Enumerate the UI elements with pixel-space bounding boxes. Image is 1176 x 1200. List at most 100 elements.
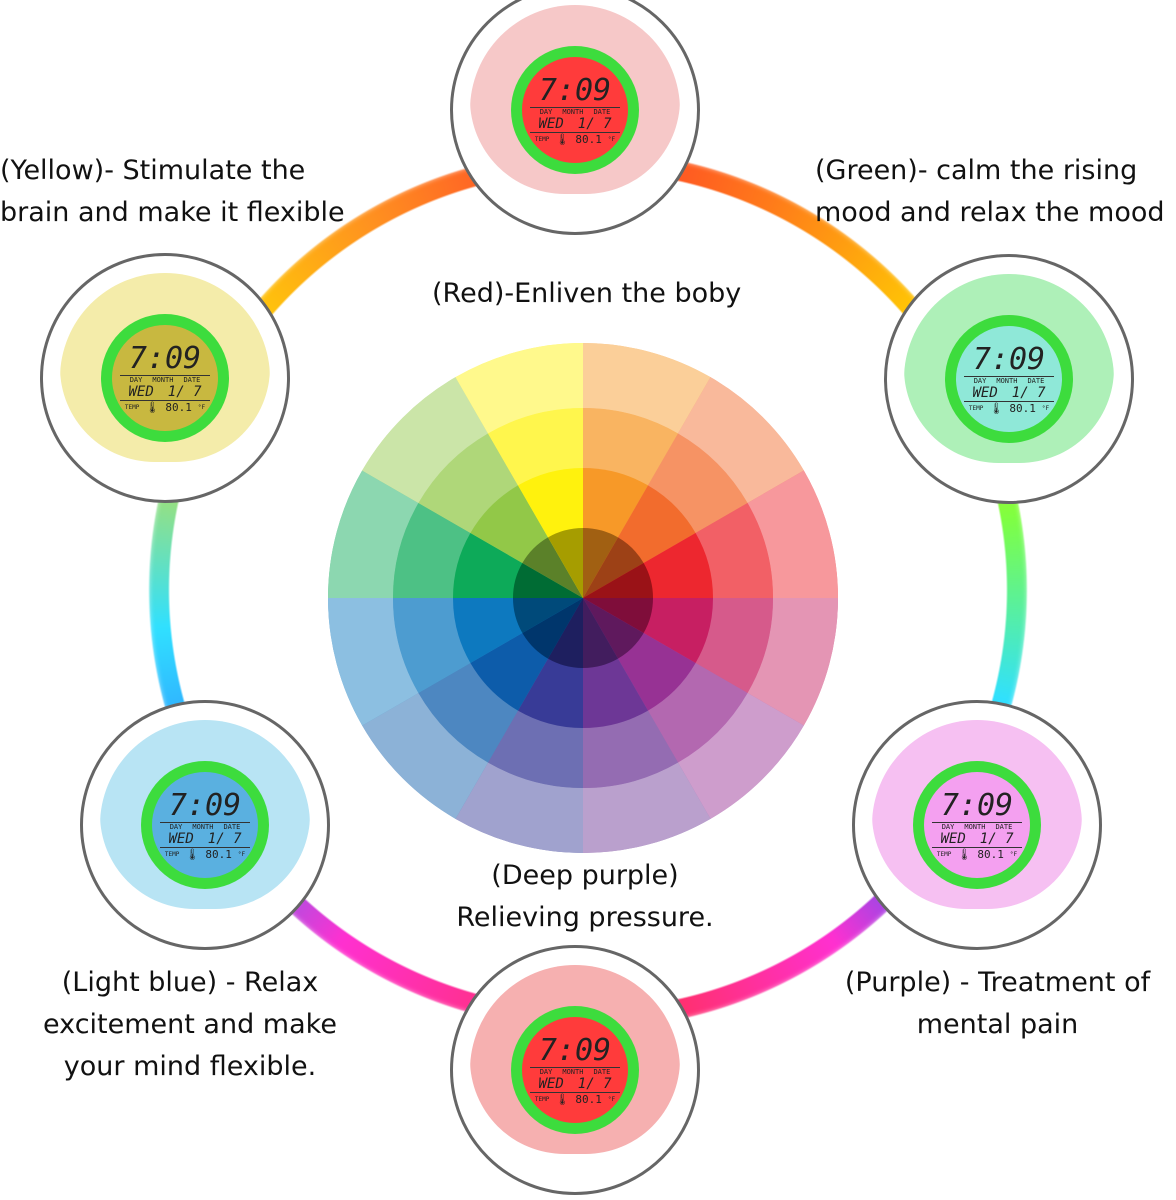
temp-label: TEMP — [164, 850, 180, 858]
thermometer-icon: 🌡 — [989, 401, 1004, 415]
temp-unit: °F — [607, 135, 616, 143]
clock-day: WED — [972, 384, 998, 401]
wheel-shade — [583, 598, 653, 633]
day-label: DAY — [539, 107, 553, 116]
wheel-segment — [522, 598, 583, 659]
thermometer-icon: 🌡 — [185, 847, 200, 861]
temp-unit: °F — [197, 403, 206, 411]
wheel-shade — [583, 528, 618, 598]
clock-temp: 80.1 — [205, 847, 232, 861]
wheel-segment — [583, 528, 618, 598]
clock-day: WED — [128, 383, 154, 400]
temp-label: TEMP — [534, 1095, 550, 1103]
lcd-display: 7:09 DAY MONTH DATE WED 1/ 7 TEMP 🌡 80.1 °F — [522, 1017, 628, 1123]
temp-unit: °F — [607, 1095, 616, 1103]
wheel-segment — [548, 598, 583, 668]
temp-label: TEMP — [534, 135, 550, 143]
date-label: DATE — [1027, 376, 1045, 385]
clock-temp: 80.1 — [977, 847, 1004, 861]
caption-red: (Red)-Enliven the boby — [432, 278, 742, 309]
day-label: DAY — [973, 376, 987, 385]
wheel-segment — [583, 563, 653, 598]
month-label: MONTH — [996, 376, 1018, 385]
day-label: DAY — [941, 822, 955, 831]
thermometer-icon: 🌡 — [957, 847, 972, 861]
date-label: DATE — [593, 107, 611, 116]
wheel-shade — [583, 598, 618, 668]
clock-time: 7:09 — [128, 340, 202, 376]
temp-label: TEMP — [124, 403, 140, 411]
month-label: MONTH — [192, 822, 214, 831]
thermometer-icon: 🌡 — [555, 132, 570, 146]
temp-unit: °F — [237, 850, 246, 858]
lamp-red-bottom: 7:09 DAY MONTH DATE WED 1/ 7 TEMP 🌡 80.1 °F — [450, 945, 700, 1195]
wheel-shade — [583, 537, 644, 598]
wheel-segment — [548, 528, 583, 598]
clock-day: WED — [538, 115, 564, 132]
caption-deep-purple: (Deep purple)Relieving pressure. — [456, 860, 714, 933]
wheel-segment — [583, 537, 644, 598]
lamp-ball: 7:09 DAY MONTH DATE WED 1/ 7 TEMP 🌡 80.1 °F — [100, 720, 310, 909]
clock-date: 1/ 7 — [207, 830, 242, 847]
thermometer-icon: 🌡 — [555, 1092, 570, 1106]
day-label: DAY — [169, 822, 183, 831]
clock-temp: 80.1 — [1009, 401, 1036, 415]
wheel-shade — [583, 598, 644, 659]
date-label: DATE — [223, 822, 241, 831]
clock-time: 7:09 — [168, 787, 242, 823]
day-label: DAY — [539, 1067, 553, 1076]
thermometer-icon: 🌡 — [145, 400, 160, 414]
clock-day: WED — [940, 830, 966, 847]
wheel-segment — [513, 598, 583, 633]
clock-temp: 80.1 — [165, 400, 192, 414]
clock-temp: 80.1 — [575, 132, 602, 146]
day-label: DAY — [129, 375, 143, 384]
lamp-light-blue: 7:09 DAY MONTH DATE WED 1/ 7 TEMP 🌡 80.1 °F — [80, 700, 330, 950]
wheel-segment — [583, 598, 618, 668]
date-label: DATE — [183, 375, 201, 384]
wheel-segment — [513, 563, 583, 598]
clock-day: WED — [168, 830, 194, 847]
wheel-shade — [548, 598, 583, 668]
temp-label: TEMP — [936, 850, 952, 858]
clock-time: 7:09 — [940, 787, 1014, 823]
wheel-segment — [583, 598, 644, 659]
clock-bezel: 7:09 DAY MONTH DATE WED 1/ 7 TEMP 🌡 80.1 °F — [141, 761, 269, 889]
clock-date: 1/ 7 — [577, 1075, 612, 1092]
wheel-shade — [522, 598, 583, 659]
date-label: DATE — [593, 1067, 611, 1076]
clock-day: WED — [538, 1075, 564, 1092]
month-label: MONTH — [562, 1067, 584, 1076]
clock-bezel: 7:09 DAY MONTH DATE WED 1/ 7 TEMP 🌡 80.1 °F — [511, 1006, 639, 1134]
clock-date: 1/ 7 — [979, 830, 1014, 847]
wheel-shade — [513, 563, 583, 598]
clock-date: 1/ 7 — [1011, 384, 1046, 401]
clock-time: 7:09 — [538, 1032, 612, 1068]
wheel-shade — [522, 537, 583, 598]
temp-unit: °F — [1041, 404, 1050, 412]
wheel-shade — [548, 528, 583, 598]
temp-unit: °F — [1009, 850, 1018, 858]
date-label: DATE — [995, 822, 1013, 831]
month-label: MONTH — [152, 375, 174, 384]
lcd-display: 7:09 DAY MONTH DATE WED 1/ 7 TEMP 🌡 80.1 °F — [152, 772, 258, 878]
clock-date: 1/ 7 — [577, 115, 612, 132]
wheel-shade — [513, 598, 583, 633]
clock-time: 7:09 — [538, 72, 612, 108]
clock-temp: 80.1 — [575, 1092, 602, 1106]
